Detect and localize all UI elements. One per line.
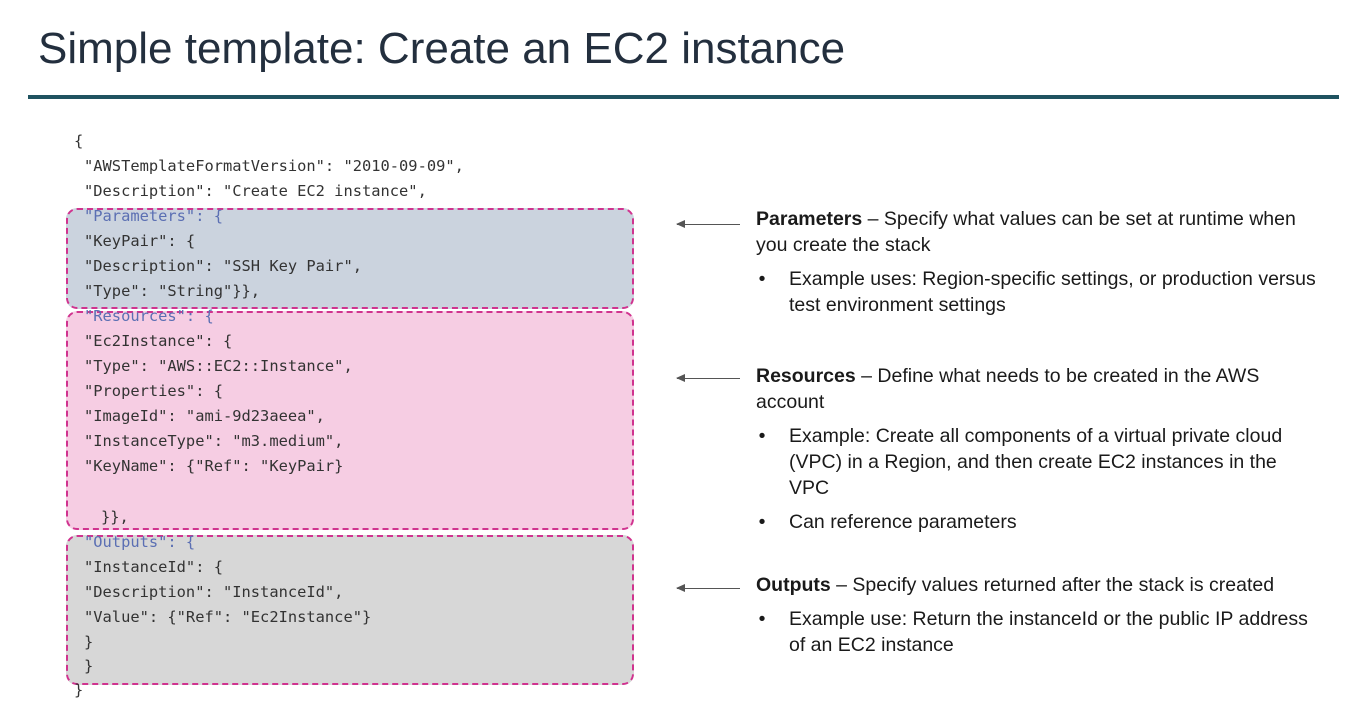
code-block: { "AWSTemplateFormatVersion": "2010-09-0… (0, 0, 660, 709)
parameters-heading: Parameters – Specify what values can be … (756, 206, 1316, 258)
code-line-resources: "Resources": { (84, 307, 214, 325)
outputs-arrow-icon (676, 584, 740, 592)
code-line: "Properties": { (84, 382, 223, 400)
parameters-explanation: Parameters – Specify what values can be … (756, 206, 1316, 318)
code-line: "InstanceId": { (84, 558, 223, 576)
bullet-icon: • (758, 425, 766, 447)
resources-bullet: • Can reference parameters (756, 509, 1316, 535)
code-line: "KeyName": {"Ref": "KeyPair} (84, 457, 344, 475)
code-line: }}, (101, 508, 129, 526)
code-line: "Type": "String"}}, (84, 282, 261, 300)
parameters-highlight-box (66, 208, 634, 309)
outputs-explanation: Outputs – Specify values returned after … (756, 572, 1316, 658)
resources-bullet-text: Can reference parameters (789, 511, 1017, 533)
resources-arrow-icon (676, 374, 740, 382)
resources-heading-term: Resources (756, 365, 856, 387)
parameters-bullet-text: Example uses: Region-specific settings, … (789, 268, 1316, 316)
title-divider (28, 95, 1339, 99)
outputs-bullet-text: Example use: Return the instanceId or th… (789, 608, 1308, 656)
bullet-icon: • (758, 268, 766, 290)
outputs-heading: Outputs – Specify values returned after … (756, 572, 1316, 598)
code-line: "Description": "Create EC2 instance", (84, 182, 427, 200)
resources-explanation: Resources – Define what needs to be crea… (756, 363, 1316, 535)
code-line: "Type": "AWS::EC2::Instance", (84, 357, 353, 375)
code-line: "AWSTemplateFormatVersion": "2010-09-09"… (84, 157, 464, 175)
resources-highlight-box (66, 311, 634, 530)
outputs-bullet: • Example use: Return the instanceId or … (756, 606, 1316, 658)
parameters-arrow-icon (676, 220, 740, 228)
parameters-bullet: • Example uses: Region-specific settings… (756, 266, 1316, 318)
code-line: } (84, 633, 94, 651)
resources-heading-text: – Define what needs to be created in the… (756, 365, 1260, 413)
code-line: "Ec2Instance": { (84, 332, 233, 350)
slide-title: Simple template: Create an EC2 instance (38, 24, 846, 73)
code-line: "InstanceType": "m3.medium", (84, 432, 344, 450)
code-line-parameters: "Parameters": { (84, 207, 223, 225)
code-line: } (74, 681, 84, 699)
bullet-icon: • (758, 608, 766, 630)
code-line: } (84, 657, 94, 675)
outputs-highlight-box (66, 535, 634, 685)
code-line: "Description": "SSH Key Pair", (84, 257, 362, 275)
code-line: { (74, 132, 84, 150)
resources-heading: Resources – Define what needs to be crea… (756, 363, 1316, 415)
code-line: "Value": {"Ref": "Ec2Instance"} (84, 608, 372, 626)
resources-bullet-text: Example: Create all components of a virt… (789, 425, 1283, 499)
code-line: "KeyPair": { (84, 232, 196, 250)
code-line: "Description": "InstanceId", (84, 583, 344, 601)
bullet-icon: • (758, 511, 766, 533)
outputs-heading-text: – Specify values returned after the stac… (830, 574, 1275, 596)
code-line-outputs: "Outputs": { (84, 533, 196, 551)
code-line: "ImageId": "ami-9d23aeea", (84, 407, 325, 425)
resources-bullet: • Example: Create all components of a vi… (756, 423, 1316, 501)
outputs-heading-term: Outputs (756, 574, 831, 596)
parameters-heading-term: Parameters (756, 208, 863, 230)
parameters-heading-text: – Specify what values can be set at runt… (756, 208, 1296, 256)
